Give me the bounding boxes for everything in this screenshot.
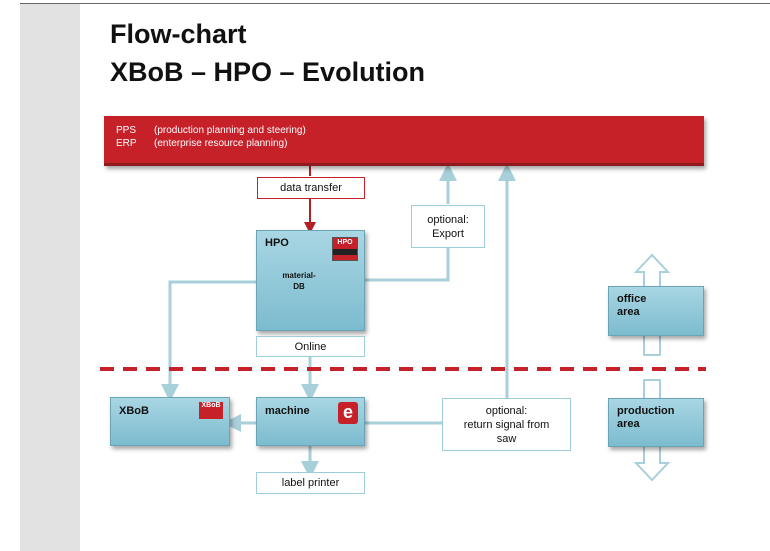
xbob-box: XBoB XBoB <box>110 397 230 446</box>
online-box: Online <box>256 336 365 357</box>
slide-left-strip <box>20 4 80 551</box>
xbob-logo-text: XBoB <box>201 402 221 409</box>
slide-title-line2: XBoB – HPO – Evolution <box>110 57 426 87</box>
data-transfer-box: data transfer <box>257 177 365 199</box>
xbob-logo: XBoB <box>199 402 223 419</box>
hpo-logo: HPO <box>332 237 358 261</box>
office-area-line2: area <box>617 306 640 318</box>
label-printer-label: label printer <box>281 477 340 489</box>
optional-return-line3: saw <box>496 432 517 445</box>
hpo-box: HPO HPO <box>256 230 365 331</box>
optional-export-line1: optional: <box>427 213 469 226</box>
material-db-line2: DB <box>293 282 305 291</box>
production-area-line1: production <box>617 405 675 417</box>
xbob-label: XBoB <box>119 405 149 417</box>
pps-description: (production planning and steering) <box>154 125 306 136</box>
office-area-line1: office <box>617 293 647 305</box>
optional-return-signal-box: optional: return signal from saw <box>442 398 571 451</box>
production-area-box: production area <box>608 398 704 447</box>
machine-e-icon: e <box>338 402 358 424</box>
optional-return-line2: return signal from <box>463 418 550 431</box>
machine-box: machine e <box>256 397 365 446</box>
online-label: Online <box>294 340 327 353</box>
production-area-line2: area <box>617 418 640 430</box>
slide-title-line1: Flow-chart <box>110 19 247 49</box>
erp-abbr: ERP <box>116 138 137 149</box>
optional-return-line1: optional: <box>485 404 528 417</box>
hpo-logo-text: HPO <box>337 239 353 246</box>
data-transfer-label: data transfer <box>280 182 342 194</box>
material-db-line1: material- <box>282 271 316 280</box>
erp-description: (enterprise resource planning) <box>154 138 288 149</box>
hpo-export-line <box>365 248 450 282</box>
db-to-xbob-arrow <box>161 280 270 402</box>
hpo-label: HPO <box>265 237 289 249</box>
label-printer-box: label printer <box>256 472 365 494</box>
optional-export-line2: Export <box>432 227 464 240</box>
material-db-label: material- DB <box>270 270 328 292</box>
optional-export-box: optional: Export <box>411 205 485 248</box>
slide-top-border <box>20 3 770 4</box>
office-area-box: office area <box>608 286 704 336</box>
pps-abbr: PPS <box>116 125 137 136</box>
pps-erp-bar: PPS (production planning and steering) ER… <box>104 116 704 166</box>
machine-label: machine <box>265 405 310 417</box>
